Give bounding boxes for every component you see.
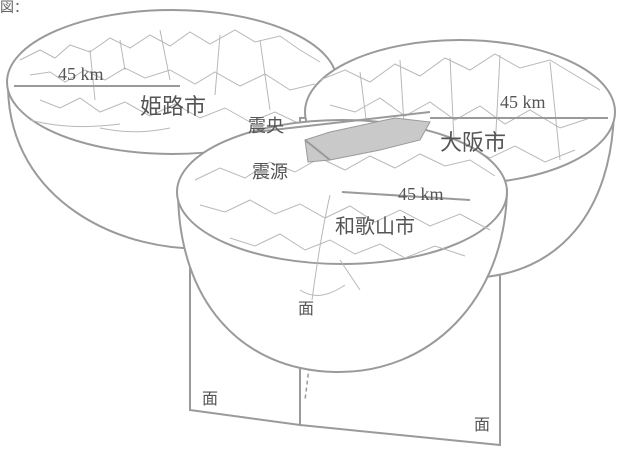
plane-label-left: 面 bbox=[202, 391, 218, 408]
osaka-label: 大阪市 bbox=[440, 130, 506, 155]
corner-caption: 図： bbox=[0, 0, 28, 16]
hemisphere-bottom bbox=[176, 119, 509, 374]
plane-label-center: 面 bbox=[298, 301, 314, 318]
radius-bottom-label: 45 km bbox=[398, 184, 444, 204]
hypocenter-label: 震源 bbox=[252, 162, 288, 182]
plane-label-right: 面 bbox=[474, 417, 490, 434]
fault-zone bbox=[304, 117, 431, 163]
radius-right-label: 45 km bbox=[500, 92, 546, 112]
radius-left-label: 45 km bbox=[58, 64, 104, 84]
epicenter-label: 震央 bbox=[248, 116, 284, 136]
wakayama-label: 和歌山市 bbox=[335, 215, 415, 238]
himeji-label: 姫路市 bbox=[140, 94, 206, 119]
